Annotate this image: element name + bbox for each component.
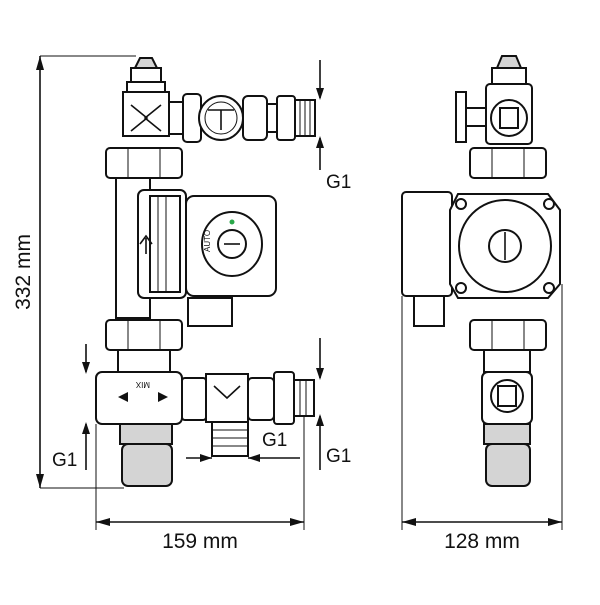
side-width-dimension-label: 128 mm	[444, 530, 520, 553]
dimension-lines	[36, 55, 563, 530]
side-valve	[481, 349, 533, 487]
top-branch	[168, 93, 316, 143]
bottom-inlet-thread-label: G1	[326, 446, 351, 467]
upper-nut	[105, 147, 183, 179]
pump-front: AUTO	[137, 189, 277, 327]
side-head	[455, 55, 533, 145]
side-upper-nut	[469, 147, 547, 179]
bottom-branch	[181, 371, 315, 457]
status-indicator	[229, 219, 235, 225]
side-view	[401, 55, 561, 487]
mixing-valve: MIX	[95, 371, 183, 487]
bottom-outlet-thread-label: G1	[52, 450, 77, 471]
height-dimension-label: 332 mm	[12, 234, 35, 310]
top-outlet-thread-label: G1	[326, 172, 351, 193]
valve-mark-label: MIX	[135, 380, 150, 389]
bottom-middle-thread-label: G1	[262, 430, 287, 451]
lower-nut	[105, 319, 183, 351]
front-view: AUTO MIX	[95, 57, 316, 487]
thermostat-head	[122, 57, 170, 137]
pump-terminal	[187, 297, 233, 327]
side-pump	[401, 191, 561, 327]
front-width-dimension-label: 159 mm	[162, 530, 238, 553]
pump-mode-label: AUTO	[203, 230, 212, 252]
side-lower-nut	[469, 319, 547, 351]
